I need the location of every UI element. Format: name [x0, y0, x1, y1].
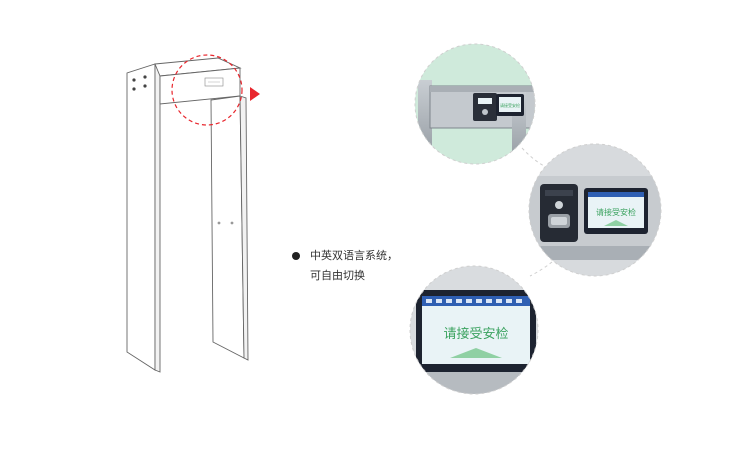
- highlight-circle: [171, 54, 243, 126]
- gate-left-pillar-front: [126, 63, 156, 371]
- gate-led-dot: [132, 78, 136, 82]
- screen-prompt-text: 请接受安检: [443, 326, 508, 342]
- mini-screen-text: 请接受安检: [500, 102, 520, 108]
- zoom-circle-middle: 请接受安检: [528, 143, 662, 277]
- gate-led-dot: [132, 87, 136, 91]
- feature-line-1: 中英双语言系统，: [310, 249, 398, 262]
- bullet-icon: [292, 252, 300, 260]
- zoom-circle-top: 请接受安检: [414, 43, 536, 165]
- pointer-arrow-icon: [250, 87, 260, 101]
- gate-mini-display: [204, 77, 224, 87]
- gate-sensor-dot: [217, 221, 221, 225]
- gate-sensor-dot: [230, 221, 234, 225]
- gate-led-dot: [143, 84, 147, 88]
- feature-line-2: 可自由切换: [310, 269, 365, 282]
- gate-drawing: [126, 57, 249, 373]
- gate-right-pillar-side: [239, 95, 249, 361]
- mid-screen-text: 请接受安检: [596, 207, 636, 217]
- zoom-circle-bottom: 请接受安检: [409, 265, 539, 395]
- connector-line: [521, 147, 549, 169]
- gate-left-pillar-side: [154, 63, 161, 373]
- gate-led-dot: [143, 75, 147, 79]
- gate-right-pillar-front: [210, 95, 245, 359]
- connector-line: [529, 261, 553, 277]
- feature-description: 中英双语言系统， 可自由切换: [292, 246, 398, 286]
